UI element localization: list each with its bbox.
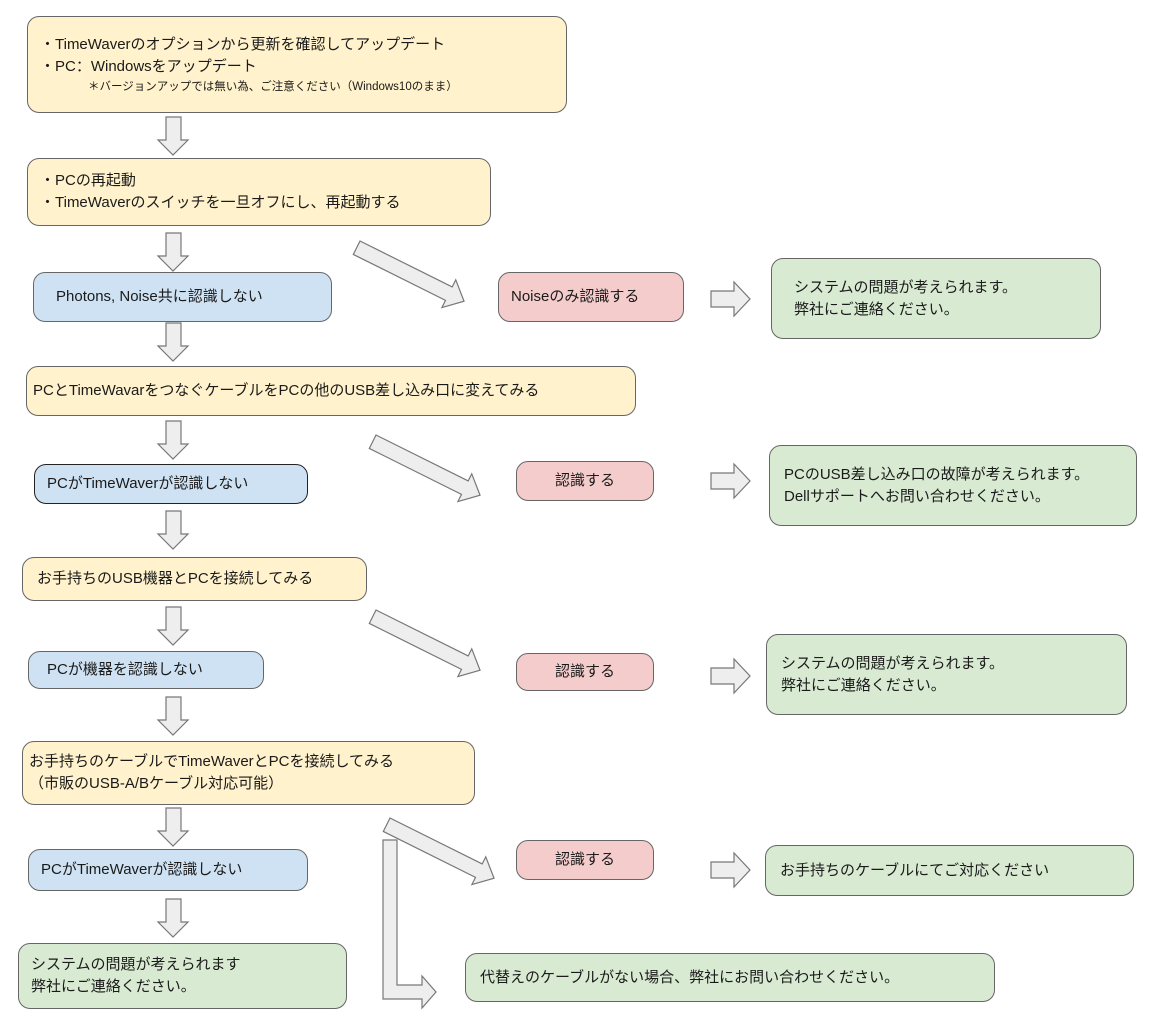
arrow-down-icon [156, 807, 190, 847]
status-text: Photons, Noise共に認識しない [56, 288, 263, 305]
step-text: PCとTimeWavarをつなぐケーブルをPCの他のUSB差し込み口に変えてみる [33, 382, 540, 399]
step-line-2: （市販のUSB-A/Bケーブル対応可能） [29, 775, 284, 792]
status-timewaver-not-recognized-2: PCがTimeWaverが認識しない [28, 849, 308, 891]
branch-recognized-1: 認識する [516, 461, 654, 501]
arrow-down-icon [156, 420, 190, 460]
arrow-right-icon [710, 462, 751, 500]
step-restart-box: ・PCの再起動 ・TimeWaverのスイッチを一旦オフにし、再起動する [27, 158, 491, 226]
result-text: 代替えのケーブルがない場合、弊社にお問い合わせください。 [480, 968, 900, 986]
result-line-2: Dellサポートへお問い合わせください。 [784, 487, 1050, 505]
step-line-1: お手持ちのケーブルでTimeWaverとPCを接続してみる [29, 753, 395, 770]
arrow-down-icon [156, 696, 190, 736]
branch-text: 認識する [554, 851, 615, 868]
arrow-down-icon [156, 510, 190, 550]
branch-text: Noiseのみ認識する [511, 288, 640, 305]
status-photons-noise-not-recognized: Photons, Noise共に認識しない [33, 272, 332, 322]
step-restart-line-2: ・TimeWaverのスイッチを一旦オフにし、再起動する [40, 194, 401, 211]
arrow-elbow-icon [382, 839, 437, 1010]
result-system-problem-2: システムの問題が考えられます。 弊社にご連絡ください。 [766, 634, 1127, 715]
branch-recognized-2: 認識する [516, 653, 654, 691]
arrow-down-icon [156, 898, 190, 938]
result-line-1: システムの問題が考えられます。 [794, 278, 1018, 296]
arrow-down-icon [156, 606, 190, 646]
arrow-diagonal-icon [352, 240, 465, 309]
step-text: お手持ちのUSB機器とPCを接続してみる [37, 570, 314, 587]
result-use-own-cable: お手持ちのケーブルにてご対応ください [765, 845, 1134, 896]
result-system-problem-1: システムの問題が考えられます。 弊社にご連絡ください。 [771, 258, 1101, 339]
arrow-right-icon [710, 657, 751, 695]
result-line-1: システムの問題が考えられます [31, 956, 241, 973]
branch-text: 認識する [554, 663, 615, 680]
step-update-line-1: ・TimeWaverのオプションから更新を確認してアップデート [40, 35, 446, 53]
result-line-2: 弊社にご連絡ください。 [794, 300, 959, 318]
result-usb-port-failure: PCのUSB差し込み口の故障が考えられます。 Dellサポートへお問い合わせくだ… [769, 445, 1137, 526]
status-text: PCがTimeWaverが認識しない [41, 861, 243, 878]
result-line-1: システムの問題が考えられます。 [781, 654, 1005, 672]
arrow-right-icon [710, 280, 751, 318]
arrow-down-icon [156, 232, 190, 272]
arrow-right-icon [710, 851, 751, 889]
result-line-2: 弊社にご連絡ください。 [781, 676, 946, 694]
arrow-diagonal-icon [368, 609, 481, 678]
arrow-diagonal-icon [382, 817, 495, 886]
branch-recognized-3: 認識する [516, 840, 654, 880]
arrow-down-icon [156, 116, 190, 156]
result-no-replacement-cable: 代替えのケーブルがない場合、弊社にお問い合わせください。 [465, 953, 995, 1002]
result-line-2: 弊社にご連絡ください。 [31, 978, 196, 995]
step-change-usb-port-box: PCとTimeWavarをつなぐケーブルをPCの他のUSB差し込み口に変えてみる [26, 366, 636, 416]
status-device-not-recognized: PCが機器を認識しない [28, 651, 264, 689]
branch-text: 認識する [554, 472, 615, 489]
step-connect-usb-device-box: お手持ちのUSB機器とPCを接続してみる [22, 557, 367, 601]
status-text: PCがTimeWaverが認識しない [47, 475, 249, 492]
result-system-problem-3: システムの問題が考えられます 弊社にご連絡ください。 [18, 943, 347, 1009]
arrow-down-icon [156, 322, 190, 362]
arrow-diagonal-icon [368, 434, 481, 503]
status-timewaver-not-recognized-1: PCがTimeWaverが認識しない [34, 464, 308, 504]
step-update-note: ＊バージョンアップでは無い為、ご注意ください（Windows10のまま） [88, 80, 458, 93]
step-restart-line-1: ・PCの再起動 [40, 172, 136, 189]
step-try-own-cable-box: お手持ちのケーブルでTimeWaverとPCを接続してみる （市販のUSB-A/… [22, 741, 475, 805]
status-text: PCが機器を認識しない [47, 661, 203, 678]
step-update-box: ・TimeWaverのオプションから更新を確認してアップデート ・PC：Wind… [27, 16, 567, 113]
result-line-1: PCのUSB差し込み口の故障が考えられます。 [784, 465, 1090, 483]
branch-noise-only-recognized: Noiseのみ認識する [498, 272, 684, 322]
step-update-line-2: ・PC：Windowsをアップデート [40, 57, 257, 75]
result-text: お手持ちのケーブルにてご対応ください [780, 861, 1050, 879]
